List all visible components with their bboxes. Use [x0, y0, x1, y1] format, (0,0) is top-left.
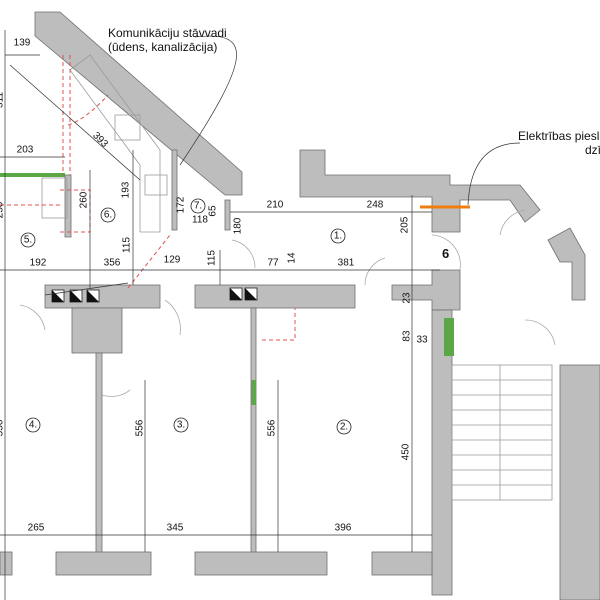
room-markers: 1. 2. 3. 4. 5. 6. 7. 6 [20, 198, 449, 435]
kitchen-fixtures [41, 54, 168, 233]
room-3-label: 3. [177, 420, 185, 431]
dim-33: 33 [416, 335, 428, 346]
east-wall [547, 227, 586, 301]
dim-556-c: 556 [267, 419, 278, 436]
dim-210: 210 [267, 200, 284, 211]
dim-23: 23 [402, 292, 413, 304]
dim-180: 180 [233, 217, 244, 234]
dim-115-a: 115 [122, 237, 133, 253]
dim-250: 250 [0, 201, 6, 218]
green-wall-segment [444, 318, 454, 356]
dim-14: 14 [287, 252, 298, 264]
room-1-label: 1. [334, 231, 342, 242]
dim-260: 260 [79, 191, 90, 208]
dimension-labels: 139 311 203 393 193 260 250 192 356 115 … [0, 38, 428, 534]
dim-345: 345 [167, 523, 184, 534]
dim-77: 77 [267, 258, 279, 269]
dim-381: 381 [338, 258, 355, 269]
room-2-label: 2. [340, 422, 348, 433]
room-5-label: 5. [24, 235, 32, 246]
dim-265: 265 [28, 523, 45, 534]
dim-193: 193 [121, 181, 132, 198]
dim-205: 205 [400, 216, 411, 233]
green-partition [251, 380, 256, 405]
electric-leader [467, 142, 521, 206]
washer-icon [41, 177, 68, 219]
dim-172: 172 [176, 196, 187, 213]
chimney-block [71, 307, 123, 354]
dim-192: 192 [30, 258, 47, 269]
dim-65: 65 [208, 205, 219, 217]
electric-annotation-line2: dzī [585, 143, 600, 157]
doors [19, 209, 556, 397]
dim-118: 118 [192, 215, 208, 226]
room-4-label: 4. [29, 420, 37, 431]
dim-396: 396 [335, 523, 352, 534]
dim-393: 393 [90, 130, 110, 150]
dim-311: 311 [0, 92, 6, 108]
dim-450: 450 [401, 443, 412, 460]
staircase [451, 364, 553, 501]
water-sewer-pipes [0, 55, 296, 341]
risers-leader [179, 35, 237, 166]
stairwell-label: 6 [442, 246, 449, 261]
electric-annotation-line1: Elektrības piesl [518, 129, 599, 143]
dim-115-b: 115 [207, 250, 218, 266]
green-wall-top [0, 173, 65, 177]
stove-icon [114, 114, 141, 141]
partition-4-3 [95, 352, 103, 554]
dimension-lines [0, 30, 440, 600]
dim-203: 203 [17, 145, 34, 156]
risers-annotation-line2: (ūdens, kanalizācija) [108, 40, 217, 54]
risers-annotation-line1: Komunikāciju stāvvadi [108, 26, 227, 40]
partition-3-2 [250, 307, 257, 554]
dim-129: 129 [164, 255, 181, 266]
north-wall [299, 149, 541, 233]
corridor-wall-right [391, 269, 461, 311]
walls [0, 11, 600, 600]
room-7-label: 7. [194, 201, 202, 212]
dim-556-a: 556 [0, 419, 6, 436]
dim-83: 83 [402, 330, 413, 342]
dim-556-b: 556 [135, 419, 146, 436]
dim-248: 248 [367, 200, 384, 211]
sink-icon [144, 174, 168, 196]
ventilation-shafts [51, 287, 258, 303]
corridor-wall-mid [194, 284, 356, 309]
dim-356: 356 [104, 258, 121, 269]
room-6-label: 6. [104, 210, 112, 221]
dim-139: 139 [14, 38, 31, 49]
